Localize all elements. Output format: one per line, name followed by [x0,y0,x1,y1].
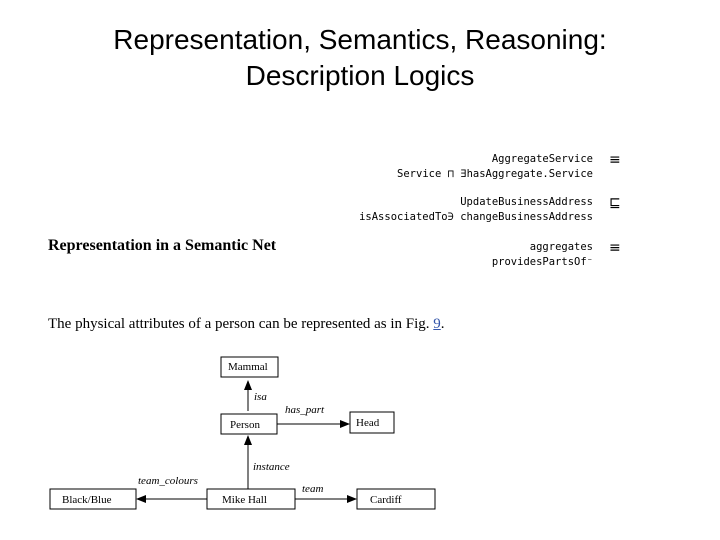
node-person: Person [230,419,260,431]
paragraph-text: The physical attributes of a person can … [48,316,434,332]
axiom-2-rhs: isAssociatedTo∋ changeBusinessAddress [359,211,593,223]
edge-label-has-part: has_part [285,404,325,416]
edge-label-team-colours: team_colours [138,475,198,487]
edge-label-isa: isa [254,391,267,403]
section-heading: Representation in a Semantic Net [48,237,277,254]
edge-label-instance: instance [253,461,290,473]
edge-label-team: team [302,483,323,495]
section-paragraph: The physical attributes of a person can … [48,316,445,333]
node-mammal: Mammal [228,361,268,373]
axiom-2-subsumption-symbol: ⊑ [609,195,621,211]
node-cardiff: Cardiff [370,494,402,506]
axiom-3-rhs: providesPartsOf⁻ [491,256,593,268]
figure-reference-link[interactable]: 9 [433,316,441,332]
node-head: Head [356,417,380,429]
node-mike-hall-box [206,488,296,510]
node-head-box [349,411,395,434]
paragraph-end: . [440,316,445,332]
node-black-blue-box [49,488,137,510]
slide-title: Representation, Semantics, Reasoning: De… [0,22,720,94]
slide-title-line2: Description Logics [245,60,475,91]
node-person-box [220,413,278,435]
node-cardiff-box [356,488,436,510]
axiom-2-lhs: UpdateBusinessAddress [460,196,593,208]
node-black-blue: Black/Blue [62,494,112,506]
axiom-1-equivalence-symbol: ≡ [609,152,621,168]
axiom-3-equivalence-symbol: ≡ [609,240,621,256]
node-mammal-box [220,356,279,378]
node-mike-hall: Mike Hall [222,494,267,506]
slide-title-line1: Representation, Semantics, Reasoning: [113,24,607,55]
axiom-1-rhs: Service ⊓ ∃hasAggregate.Service [397,168,593,180]
axiom-3-lhs: aggregates [529,241,593,253]
axiom-1-lhs: AggregateService [491,153,593,165]
